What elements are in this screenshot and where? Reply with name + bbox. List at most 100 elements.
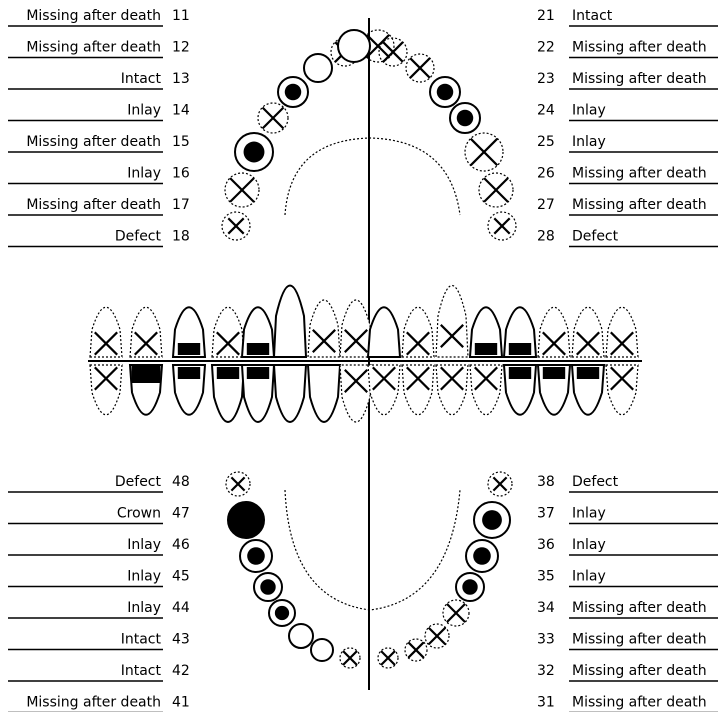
lateral-tooth-16 [173,307,205,357]
tooth-label-31: 31 Missing after death [537,695,718,712]
inlay-fill [509,343,531,355]
upper-inner-outline [285,138,460,215]
tooth-label-27: 27 Missing after death [537,197,718,215]
tooth-status: Inlay [127,569,161,585]
inlay-fill [247,367,269,379]
tooth-outline-dotted [470,365,502,415]
tooth-number: 16 [172,166,190,182]
tooth-outline-dotted [436,365,468,415]
arch-tooth-23 [406,54,434,82]
arch-tooth-46 [240,540,272,572]
lateral-tooth-25 [504,307,536,357]
tooth-status: Missing after death [572,600,707,616]
tooth-label-44: Inlay44 [8,600,190,618]
tooth-status: Defect [115,229,162,245]
tooth-outline-dotted [538,307,570,357]
tooth-number: 35 [537,569,555,585]
tooth-number: 14 [172,103,190,119]
lateral-tooth-33 [436,365,468,415]
tooth-number: 15 [172,134,190,150]
arch-tooth-43 [289,624,313,648]
tooth-outline [274,365,306,422]
tooth-status: Missing after death [26,134,161,150]
inlay-fill [247,547,265,565]
arch-tooth-24 [430,77,460,107]
lateral-tooth-41 [340,365,372,422]
inlay-fill [577,367,599,379]
arch-tooth-13 [304,54,332,82]
tooth-status: Missing after death [26,8,161,24]
tooth-status: Defect [572,474,619,490]
lateral-tooth-35 [504,365,536,415]
tooth-label-13: Intact13 [8,71,190,89]
tooth-label-28: 28Defect [537,229,718,247]
arch-tooth-14 [278,77,308,107]
tooth-label-14: Inlay14 [8,103,190,121]
arch-tooth-33 [425,624,449,648]
tooth-status: Missing after death [572,197,707,213]
tooth-number: 22 [537,40,555,56]
tooth-outline [338,30,370,62]
tooth-label-21: 21Intact [537,8,718,26]
tooth-number: 13 [172,71,190,87]
inlay-fill [482,510,502,530]
tooth-status: Defect [572,229,619,245]
arch-tooth-27 [479,173,513,207]
lateral-tooth-23 [436,286,468,358]
inlay-fill [509,367,531,379]
tooth-outline-dotted [90,307,122,357]
tooth-outline-dotted [402,365,434,415]
lateral-tooth-48 [90,365,122,415]
tooth-outline-dotted [130,307,162,357]
lateral-tooth-38 [606,365,638,415]
arch-tooth-15 [258,103,288,133]
arch-tooth-17 [225,173,259,207]
tooth-number: 31 [537,695,555,711]
lateral-tooth-12 [308,300,340,357]
tooth-label-15: Missing after death 15 [8,134,190,152]
tooth-status: Missing after death [572,663,707,679]
arch-tooth-42 [311,639,333,661]
arch-tooth-48 [226,472,250,496]
tooth-number: 33 [537,632,555,648]
tooth-label-46: Inlay46 [8,537,190,555]
arch-tooth-32 [405,639,427,661]
tooth-number: 17 [172,197,190,213]
arch-tooth-37 [474,502,510,538]
tooth-number: 48 [172,474,190,490]
tooth-outline [304,54,332,82]
lateral-tooth-31 [368,365,400,415]
tooth-status: Defect [115,474,162,490]
tooth-outline [368,307,400,357]
arch-tooth-38 [488,472,512,496]
crown-fill [132,365,161,383]
inlay-fill [247,343,269,355]
arch-tooth-45 [254,573,282,601]
tooth-number: 27 [537,197,555,213]
inlay-fill [437,84,454,101]
tooth-status: Inlay [572,103,606,119]
tooth-outline-dotted [340,300,372,357]
tooth-status: Inlay [572,569,606,585]
tooth-number: 34 [537,600,555,616]
tooth-status: Intact [121,663,162,679]
tooth-number: 18 [172,229,190,245]
tooth-number: 44 [172,600,190,616]
tooth-status: Missing after death [572,695,707,711]
arch-tooth-26 [465,133,503,171]
tooth-number: 46 [172,537,190,553]
tooth-status: Missing after death [26,40,161,56]
tooth-outline-dotted [90,365,122,415]
tooth-outline-dotted [402,307,434,357]
tooth-label-34: 34 Missing after death [537,600,718,618]
tooth-status: Missing after death [26,197,161,213]
inlay-fill [178,367,200,379]
lateral-tooth-43 [274,365,306,422]
inlay-fill [543,367,565,379]
arch-tooth-34 [443,600,469,626]
